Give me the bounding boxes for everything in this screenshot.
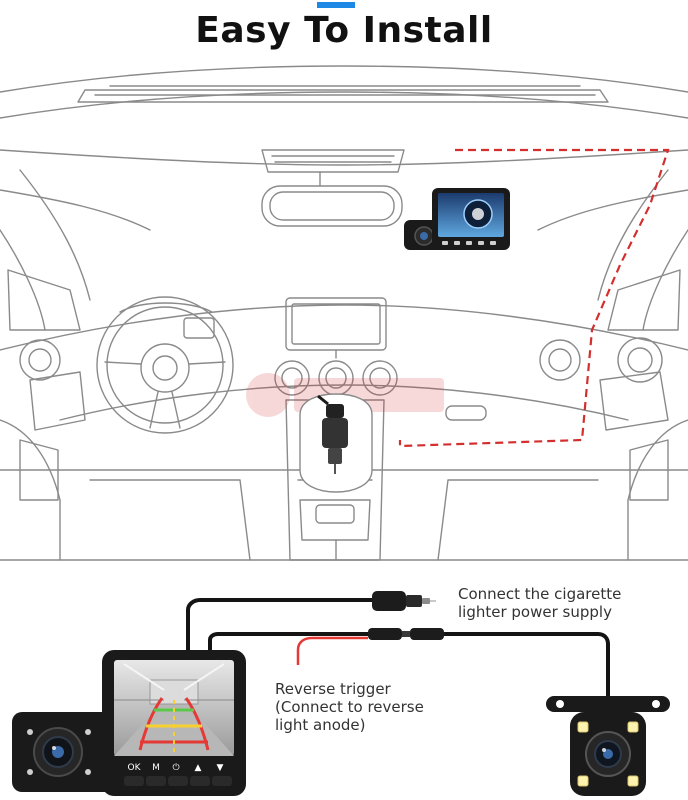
- rear-camera: [546, 696, 670, 796]
- reverse-label-line-1: Reverse trigger: [275, 680, 391, 698]
- cable-connector-male: [368, 628, 402, 640]
- title-accent-bar: [317, 2, 355, 8]
- reverse-trigger-label: Reverse trigger (Connect to reverse ligh…: [275, 680, 465, 734]
- page-title: Easy To Install: [195, 10, 493, 51]
- cable-connector-female: [410, 628, 444, 640]
- power-cable: [186, 598, 372, 660]
- cigarette-plug: [372, 591, 436, 611]
- reverse-trigger-wire: [296, 636, 368, 665]
- wiring-diagram: OK M ⏻ ▲ ▼: [12, 591, 670, 796]
- dashcam-button-up: ▲: [195, 763, 202, 773]
- cigarette-label-line-2: lighter power supply: [458, 603, 612, 621]
- dashcam-button-power: ⏻: [172, 762, 179, 773]
- dashcam-button-down: ▼: [217, 763, 224, 773]
- reverse-label-line-3: light anode): [275, 716, 366, 734]
- cigarette-adapter-callout: [299, 393, 373, 493]
- dashcam-button-menu: M: [152, 763, 160, 773]
- cigarette-label-line-1: Connect the cigarette: [458, 585, 622, 603]
- dashcam-main-unit: OK M ⏻ ▲ ▼: [12, 650, 246, 796]
- reverse-label-line-2: (Connect to reverse: [275, 698, 424, 716]
- mounted-dashcam: [404, 188, 510, 250]
- cable-route-dashed: [398, 148, 670, 448]
- dashcam-button-ok: OK: [128, 763, 142, 773]
- cigarette-power-label: Connect the cigarette lighter power supp…: [458, 585, 678, 621]
- rear-camera-cable: [208, 632, 368, 660]
